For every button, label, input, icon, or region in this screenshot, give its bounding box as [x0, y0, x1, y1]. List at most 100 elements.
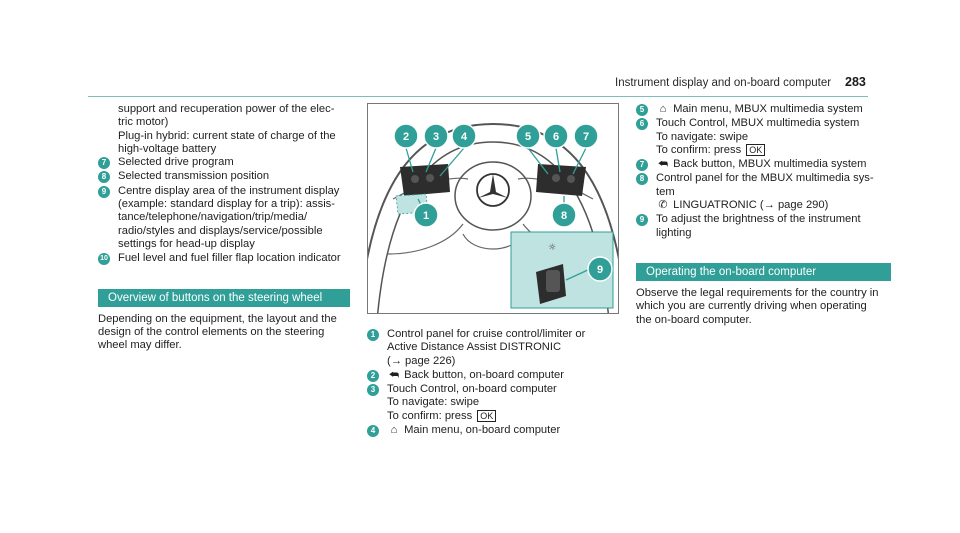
text-line: ⌂ Main menu, MBUX multimedia system [656, 103, 891, 116]
callout-1: 1 [413, 202, 439, 228]
text-line: Selected transmission position [118, 170, 270, 183]
legend-item-1: 1 Control panel for cruise control/limit… [367, 328, 617, 368]
text-line: support and recuperation power of the el… [118, 103, 335, 115]
running-header-title: Instrument display and on-board computer [615, 77, 832, 89]
ok-key-icon: OK [477, 409, 497, 422]
callout-number: 8 [636, 173, 648, 186]
svg-text:7: 7 [583, 131, 589, 143]
text-line: Depending on the equipment, the layout a… [98, 312, 337, 325]
text-line: Centre display area of the instrument di… [118, 184, 340, 197]
callout-9: 9 [587, 256, 613, 282]
callout-number: 7 [636, 159, 648, 172]
svg-text:3: 3 [433, 131, 439, 143]
callout-number: 7 [98, 157, 110, 170]
section-title-steering-wheel-buttons: Overview of buttons on the steering whee… [98, 288, 350, 307]
svg-text:2: 2 [403, 131, 409, 143]
text-line: ⮪ Back button, on-board computer [388, 368, 564, 381]
back-arrow-icon: ⮪ [388, 368, 400, 381]
callout-number: 6 [636, 118, 648, 131]
callout-number: 4 [367, 425, 379, 438]
text-line: tance/telephone/navigation/trip/media/ [118, 211, 308, 224]
legend-item-2: 2 ⮪ Back button, on-board computer [367, 369, 617, 382]
legend-item-8: 8 Control panel for the MBUX multimedia … [636, 172, 891, 212]
text-line: To confirm: press OK [387, 409, 617, 423]
callout-number: 10 [98, 253, 110, 266]
text-line: ⮪ Back button, MBUX multimedia system [657, 158, 867, 171]
middle-column: 1 Control panel for cruise control/limit… [367, 328, 617, 438]
home-icon: ⌂ [659, 103, 667, 115]
text-line: Fuel level and fuel filler flap location… [118, 252, 341, 265]
svg-text:☼: ☼ [548, 243, 556, 253]
text-line: Plug-in hybrid: current state of charge … [118, 129, 336, 142]
ok-key-icon: OK [746, 143, 766, 156]
text-line: high-voltage battery [118, 142, 217, 155]
text-line: the on-board computer. [636, 313, 752, 326]
svg-text:1: 1 [423, 210, 429, 222]
legend-item-3: 3 Touch Control, on-board computer To na… [367, 383, 617, 423]
callout-number: 9 [636, 214, 648, 227]
text-line: To navigate: swipe [387, 396, 480, 409]
callout-number: 5 [636, 104, 648, 116]
text-line: Observe the legal requirements for the c… [636, 286, 879, 299]
svg-text:8: 8 [561, 210, 567, 222]
text-line: which you are currently driving when ope… [636, 300, 867, 313]
operating-paragraph: Observe the legal requirements for the c… [636, 287, 891, 327]
legend-item-4: 4 ⌂ Main menu, on-board computer [367, 424, 617, 438]
right-column: 5 ⌂ Main menu, MBUX multimedia system 6 … [636, 103, 891, 327]
callout-number: 1 [367, 329, 379, 341]
text-line: (→ page 226) [387, 354, 456, 367]
legend-item-8: 8 Selected transmission position [98, 170, 350, 184]
callout-6: 6 [543, 123, 569, 149]
text-line: Active Distance Assist DISTRONIC [387, 341, 562, 354]
home-icon: ⌂ [390, 424, 398, 437]
text-line: Control panel for the MBUX multimedia sy… [656, 172, 874, 185]
callout-8: 8 [551, 202, 577, 228]
legend-item-9: 9 Centre display area of the instrument … [98, 185, 350, 251]
voice-control-icon: ✆ [658, 199, 668, 212]
legend-item-10: 10 Fuel level and fuel filler flap locat… [98, 252, 350, 266]
text-line: tem [656, 185, 675, 198]
page-number: 283 [845, 75, 866, 89]
text-line: radio/styles and displays/service/possib… [118, 224, 323, 237]
legend-item-5: 5 ⌂ Main menu, MBUX multimedia system [636, 103, 891, 116]
legend-item-6: 6 Touch Control, MBUX multimedia system … [636, 117, 891, 157]
legend-item-7: 7 Selected drive program [98, 156, 350, 170]
intro-paragraph: Depending on the equipment, the layout a… [98, 313, 350, 353]
callout-number: 3 [367, 384, 379, 397]
text-line: Control panel for cruise control/limiter… [387, 328, 586, 340]
text-line: To confirm: press OK [656, 143, 891, 157]
text-line: lighting [656, 226, 692, 239]
text-line: Selected drive program [118, 156, 234, 169]
text-line: tric motor) [118, 116, 169, 129]
svg-text:4: 4 [461, 131, 468, 143]
callout-number: 8 [98, 171, 110, 184]
back-arrow-icon: ⮪ [657, 158, 669, 171]
callout-5: 5 [515, 123, 541, 149]
text-line: ✆ LINGUATRONIC (→ page 290) [656, 199, 891, 212]
legend-item-9: 9 To adjust the brightness of the instru… [636, 213, 891, 240]
text-line: Touch Control, MBUX multimedia system [656, 117, 860, 130]
text-line: ⌂ Main menu, on-board computer [387, 424, 617, 437]
legend-item-7: 7 ⮪ Back button, MBUX multimedia system [636, 158, 891, 172]
callout-2: 2 [393, 123, 419, 149]
continued-text: support and recuperation power of the el… [98, 103, 350, 156]
text-line: (example: standard display for a trip): … [118, 198, 335, 211]
left-column: support and recuperation power of the el… [98, 103, 350, 352]
svg-text:9: 9 [597, 264, 603, 276]
callout-number: 9 [98, 185, 110, 198]
callout-3: 3 [423, 123, 449, 149]
text-line: To navigate: swipe [656, 130, 749, 143]
header-rule [88, 96, 868, 97]
text-line: settings for head-up display [118, 237, 255, 250]
callout-7: 7 [573, 123, 599, 149]
text-line: To adjust the brightness of the instrume… [656, 213, 861, 226]
callout-4: 4 [451, 123, 477, 149]
steering-wheel-illustration: ☼ 2 3 4 5 6 7 1 8 9 [367, 103, 619, 314]
text-line: wheel may differ. [98, 339, 182, 352]
section-title-operating-on-board-computer: Operating the on-board computer [636, 262, 891, 281]
svg-text:5: 5 [525, 131, 531, 143]
text-line: Touch Control, on-board computer [387, 383, 557, 396]
text-line: design of the control elements on the st… [98, 325, 325, 338]
svg-text:6: 6 [553, 131, 559, 143]
callout-number: 2 [367, 369, 379, 382]
